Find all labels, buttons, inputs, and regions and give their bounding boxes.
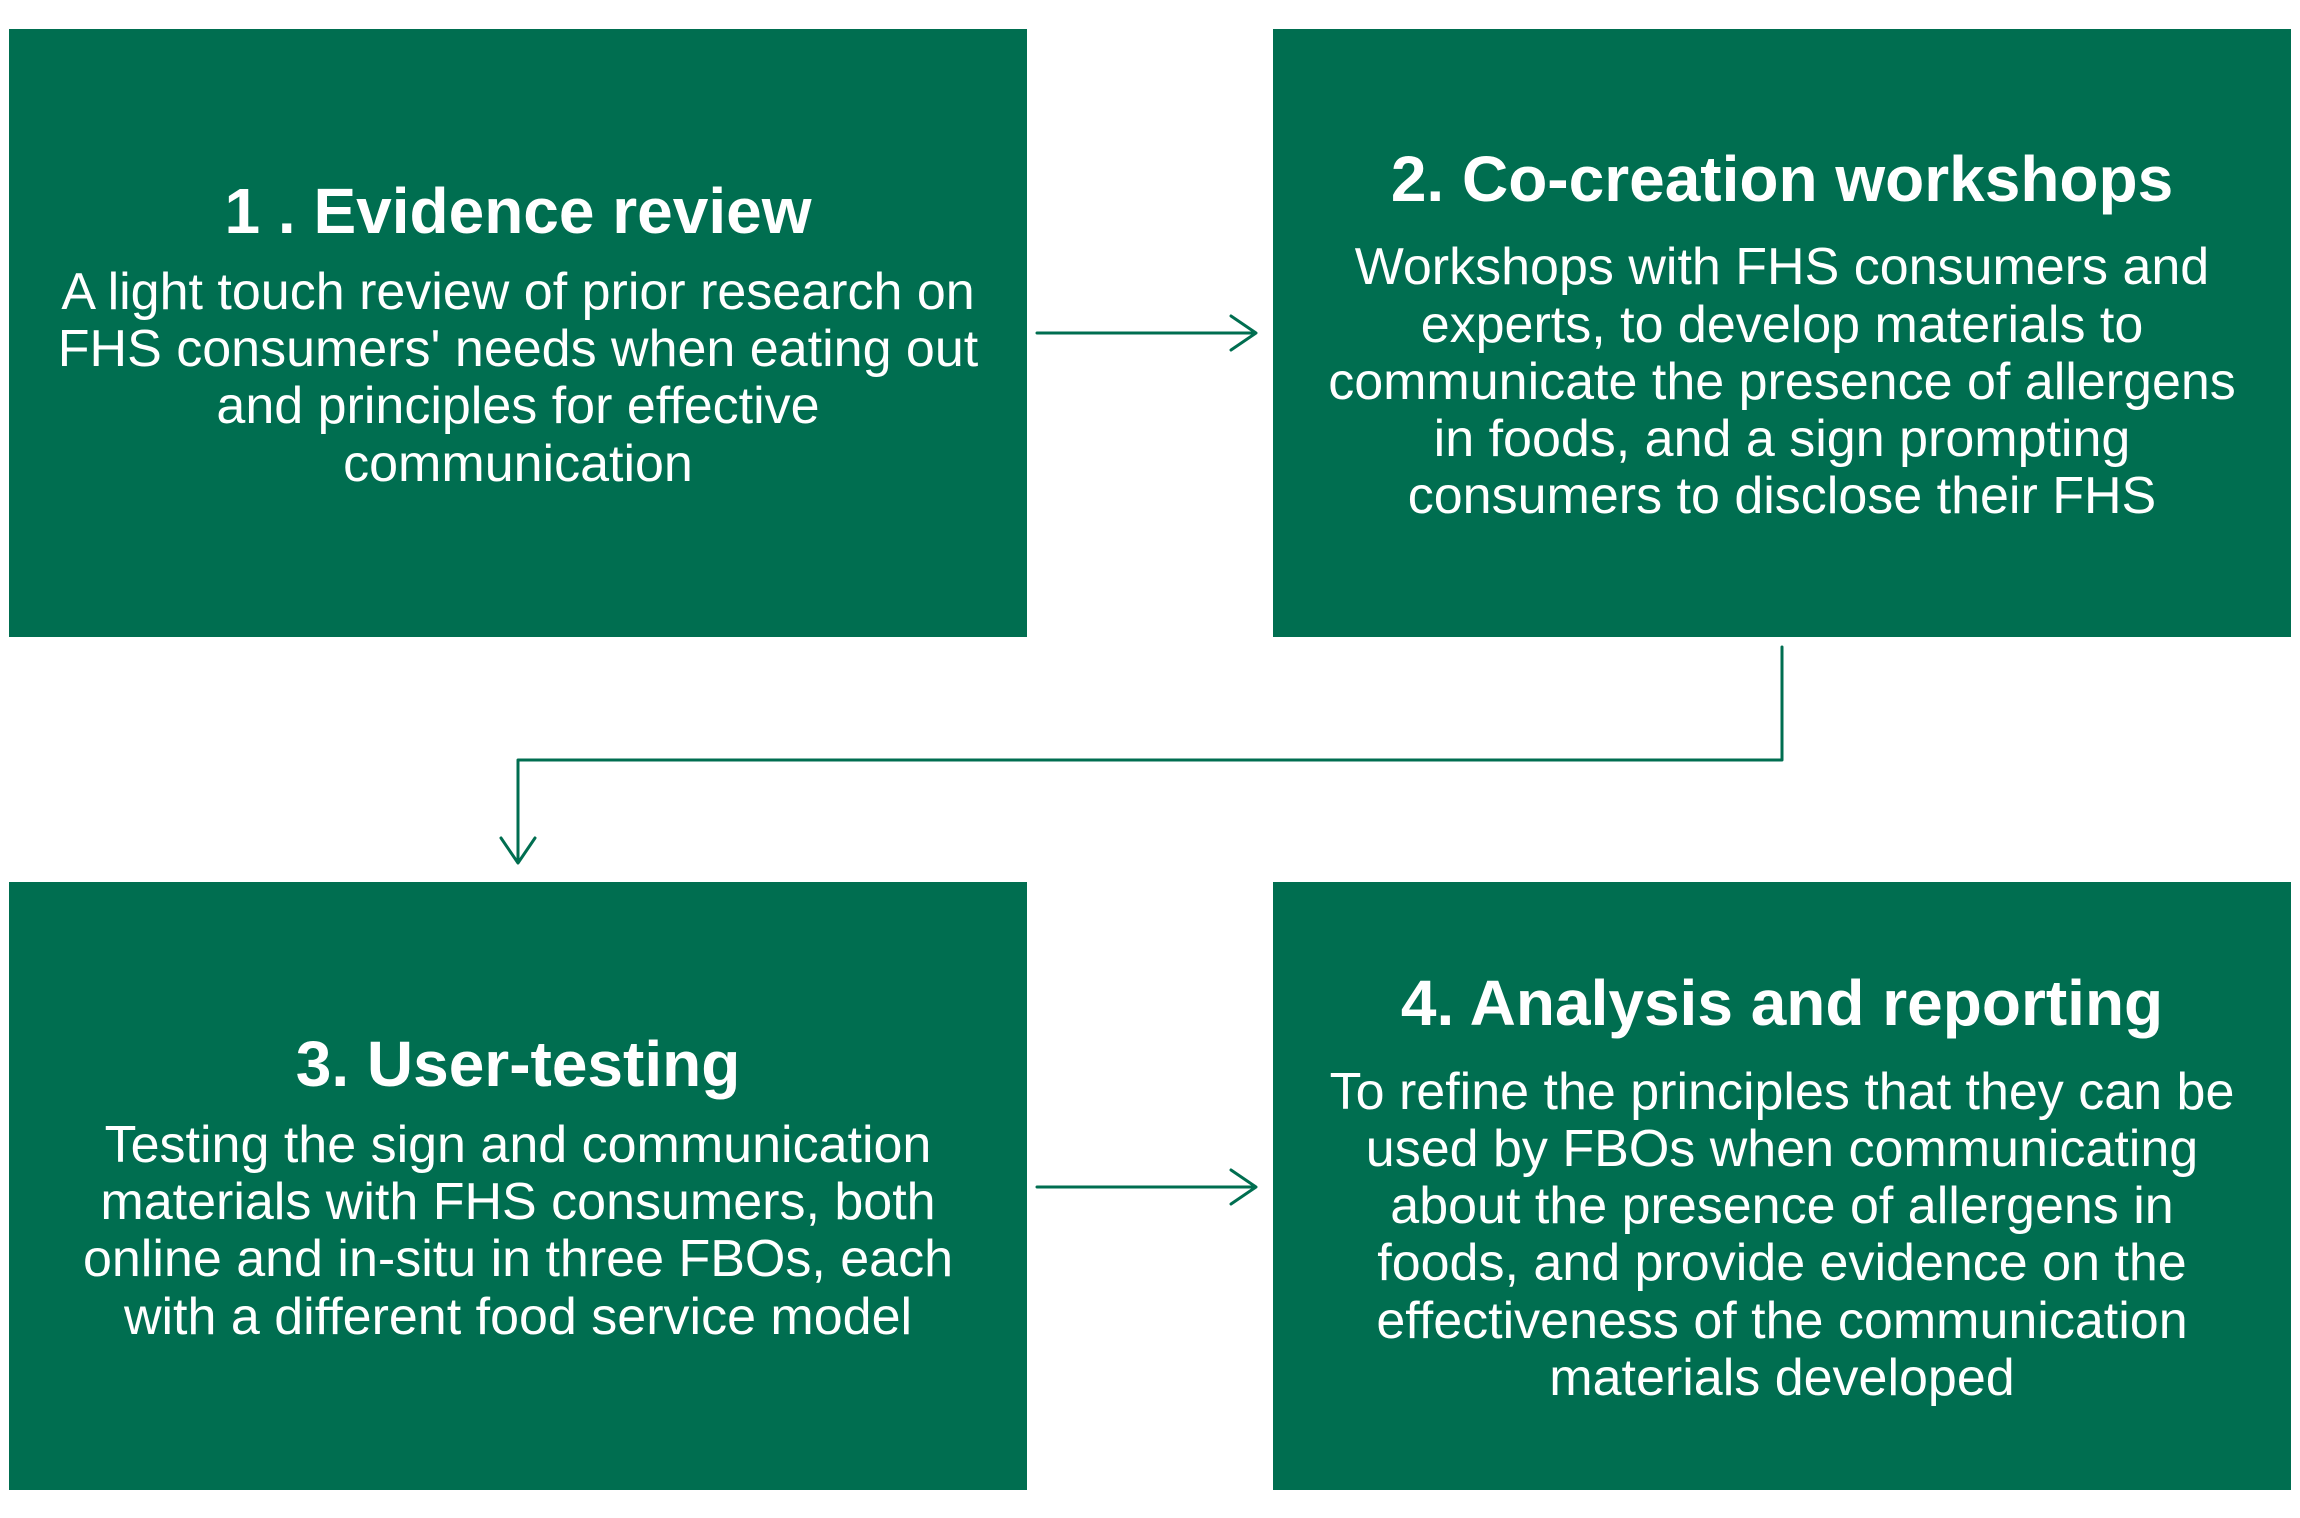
step-1-description: A light touch review of prior research o… (57, 263, 979, 493)
step-2-title: 2. Co-creation workshops (1390, 142, 2174, 215)
step-1-box: 1 . Evidence review A light touch review… (9, 29, 1027, 637)
step-2-description: Workshops with FHS consumers and experts… (1328, 238, 2236, 526)
step-3-title: 3. User-testing (295, 1028, 741, 1101)
step-4-title: 4. Analysis and reporting (1400, 967, 2164, 1040)
step-2-box: 2. Co-creation workshops Workshops with … (1273, 29, 2291, 637)
step-1-title: 1 . Evidence review (224, 175, 812, 248)
arrow-step-3-to-4 (1035, 1168, 1258, 1206)
step-4-box: 4. Analysis and reporting To refine the … (1273, 882, 2291, 1490)
arrow-step-1-to-2 (1035, 314, 1258, 352)
step-3-box: 3. User-testing Testing the sign and com… (9, 882, 1027, 1490)
step-3-description: Testing the sign and communication mater… (82, 1116, 954, 1346)
step-4-description: To refine the principles that they can b… (1329, 1062, 2235, 1407)
arrow-step-2-to-3 (499, 645, 1784, 865)
